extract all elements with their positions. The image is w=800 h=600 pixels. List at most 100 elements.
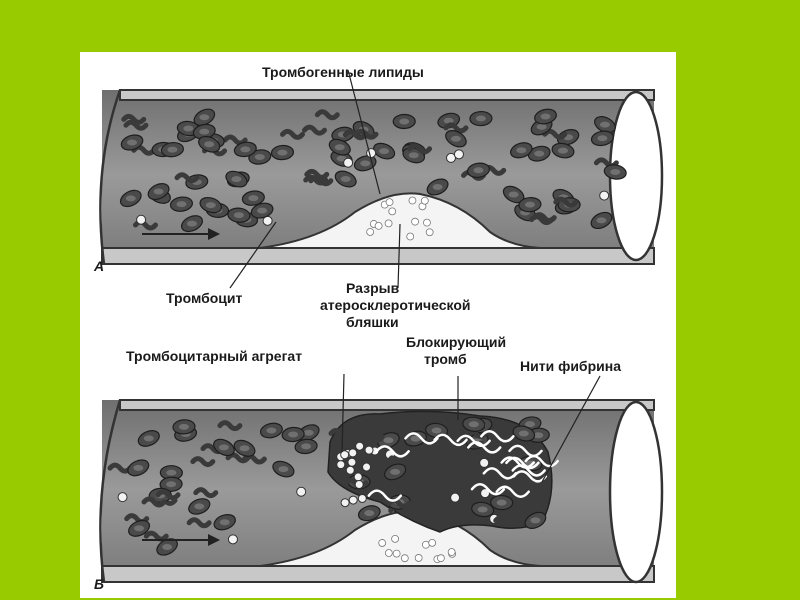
thrombogenic-lipid [425, 228, 434, 237]
platelet-cluster [143, 530, 169, 542]
label-thrombogenic-lipids: Тромбогенные липиды [262, 64, 424, 80]
fibrin-thread [524, 454, 559, 468]
red-blood-cell-center [596, 217, 607, 224]
red-blood-cell-center [240, 146, 251, 153]
aggregated-platelet [345, 465, 355, 475]
label-rupture-line3: бляшки [346, 314, 399, 330]
red-blood-cell-center [508, 191, 519, 198]
vessel-a-left-edge [99, 89, 122, 265]
blood-cells-a [119, 108, 627, 241]
thrombogenic-lipid [411, 217, 419, 226]
vessel-a-bottom-wall [101, 247, 655, 265]
platelet [453, 149, 464, 160]
fibrin-thread [482, 467, 518, 480]
aggregated-platelet [348, 495, 358, 505]
thrombogenic-lipid [385, 198, 394, 207]
platelet [366, 148, 377, 159]
leader-fibrin [541, 375, 601, 483]
vessel-a-top-wall [119, 89, 655, 101]
thrombogenic-lipid [384, 219, 393, 228]
red-blood-cell-center [277, 149, 288, 156]
thrombogenic-lipid [378, 539, 387, 547]
thrombogenic-lipid [366, 228, 375, 236]
thrombogenic-lipid [392, 549, 401, 558]
platelet [450, 492, 461, 503]
label-platelet-aggregate: Тромбоцитарный агрегат [126, 348, 303, 364]
red-blood-cell-center [239, 445, 250, 452]
fibrin-thread [375, 445, 410, 458]
red-blood-cell-center [540, 113, 551, 120]
red-blood-cell-center [475, 115, 486, 122]
platelet-cluster [141, 496, 167, 508]
red-blood-cell-center [408, 152, 419, 159]
platelet-cluster [304, 168, 330, 180]
red-blood-cell-center [183, 125, 194, 132]
red-blood-cell-center [199, 114, 210, 121]
platelet [296, 486, 307, 497]
aggregated-platelet [340, 498, 350, 508]
leader-lipids [347, 69, 381, 195]
red-blood-cell-center [383, 437, 394, 444]
fibrin-thread [456, 434, 491, 448]
red-blood-cell-center [610, 168, 621, 175]
red-blood-cell-center [233, 212, 244, 219]
aggregated-platelet [357, 493, 367, 503]
red-blood-cell-center [516, 147, 527, 154]
leader-aggregate [341, 373, 345, 453]
atherosclerotic-plaque-a [259, 192, 541, 249]
vessel-b-bottom-wall [101, 565, 655, 583]
red-blood-cell-center [205, 202, 216, 209]
platelet-cluster [155, 489, 181, 501]
label-thrombus-line2: тромб [424, 351, 467, 367]
fibrin-thread [367, 489, 403, 502]
panel-b-letter: Б [94, 576, 104, 592]
leader-rupture [397, 223, 401, 289]
platelet [136, 214, 147, 225]
label-platelet: Тромбоцит [166, 290, 243, 306]
thrombogenic-lipid [447, 548, 456, 556]
red-blood-cell-center [524, 421, 535, 428]
red-blood-cell-center [176, 201, 187, 208]
red-blood-cell-center [524, 201, 535, 208]
red-blood-cell-center [450, 135, 461, 142]
red-blood-cell-center [219, 519, 230, 526]
leader-platelet [229, 221, 277, 289]
red-blood-cell-center [204, 141, 215, 148]
platelet-cluster [174, 172, 200, 184]
red-blood-cell-center [162, 543, 173, 550]
fibrin-thread [433, 433, 468, 447]
red-blood-cell-center [477, 506, 488, 513]
red-blood-cell-center [390, 468, 401, 475]
fibrin-thread [467, 441, 502, 454]
red-blood-cell-center [597, 135, 608, 142]
fibrin-thread [480, 430, 515, 443]
red-blood-cell-center [364, 510, 375, 517]
thrombogenic-lipid [423, 218, 431, 227]
aggregated-platelet [355, 441, 365, 451]
red-blood-cell-center [496, 499, 507, 506]
platelet-cluster [353, 128, 379, 140]
diagram-panel: Тромбогенные липиды А Тромбоцит Разрыв а… [80, 52, 676, 598]
platelet-cluster [193, 487, 219, 499]
thrombogenic-lipid [374, 222, 383, 230]
platelet-cluster [303, 174, 329, 186]
aggregated-platelet [353, 472, 363, 482]
red-blood-cell-center [254, 153, 265, 160]
fibrin-thread [495, 485, 530, 498]
label-fibrin-threads: Нити фибрина [520, 358, 621, 374]
red-blood-cell-center [143, 435, 154, 442]
aggregated-platelet [362, 462, 372, 472]
platelet-cluster [493, 515, 519, 526]
platelet [227, 534, 238, 545]
platelet-cluster [121, 113, 147, 125]
red-blood-cell-center [334, 144, 345, 151]
red-blood-cell-center [533, 432, 544, 439]
red-blood-cell-center [194, 503, 205, 510]
red-blood-cell-center [127, 139, 138, 146]
red-blood-cell-center [399, 118, 410, 125]
label-rupture-line2: атеросклеротической [320, 297, 471, 313]
red-blood-cell-center [518, 430, 529, 437]
red-blood-cell-center [134, 525, 145, 532]
platelet-cluster [186, 517, 212, 529]
red-blood-cell-center [166, 469, 177, 476]
